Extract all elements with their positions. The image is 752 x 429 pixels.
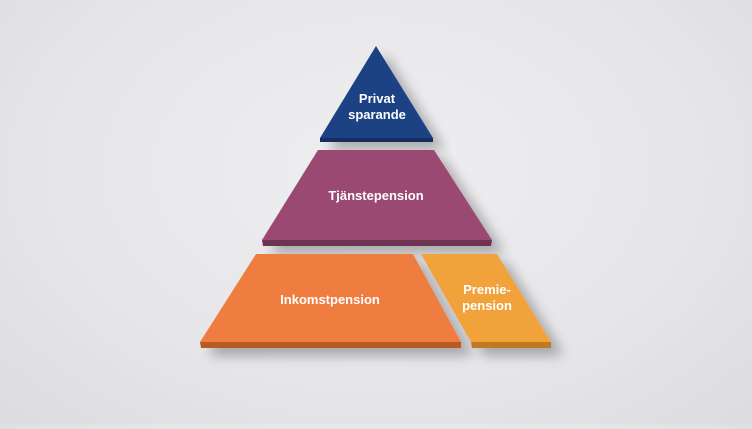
premiepension-shape [421, 254, 551, 342]
premiepension-label-line2: pension [462, 298, 512, 313]
inkomstpension-label: Inkomstpension [280, 292, 380, 307]
pyramid-level-privat-sparande [320, 46, 433, 142]
pyramid-level-tjanstepension [262, 150, 492, 246]
privat-sparande-label-line2: sparande [348, 107, 406, 122]
tjanstepension-shape [262, 150, 492, 240]
inkomstpension-shape [200, 254, 461, 342]
inkomstpension-edge [200, 342, 461, 348]
pyramid-level-inkomstpension [200, 254, 461, 348]
premiepension-label-line1: Premie- [463, 282, 511, 297]
privat-sparande-label-line1: Privat [359, 91, 396, 106]
tjanstepension-edge [262, 240, 492, 246]
pyramid-level-premiepension [421, 254, 551, 348]
premiepension-edge [471, 342, 551, 348]
tjanstepension-label: Tjänstepension [328, 188, 423, 203]
privat-sparande-shape [320, 46, 433, 138]
privat-sparande-edge [320, 138, 433, 142]
